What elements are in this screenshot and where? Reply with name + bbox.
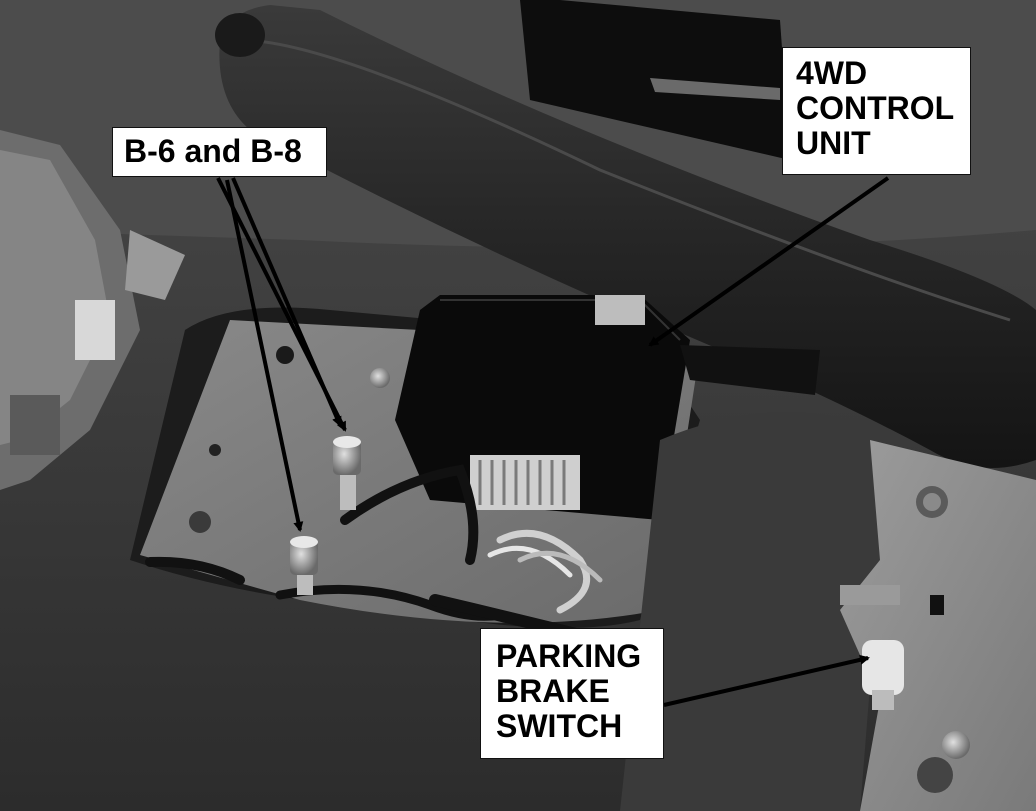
parking-brake-switch-shape [840,585,904,710]
callout-arrows [216,176,890,707]
callout-b6-b8: B-6 and B-8 [112,127,327,177]
stud-b6-shape [333,436,361,510]
arrow-to-control-unit [648,176,890,347]
callout-4wd-control-unit: 4WD CONTROL UNIT [782,47,971,175]
callout-pbs-line-2: BRAKE [496,673,610,709]
left-trim-panel-shape [0,130,185,490]
callout-parking-brake-switch: PARKING BRAKE SWITCH [480,628,664,759]
callout-4wd-line-3: UNIT [796,125,871,161]
callout-b6-b8-text: B-6 and B-8 [124,133,302,169]
arrow-to-stud-b8-b [231,177,342,427]
brake-bracket-shape [840,440,1036,811]
callout-4wd-line-2: CONTROL [796,90,955,126]
parking-brake-lever-shape [215,5,1036,468]
callout-pbs-line-3: SWITCH [496,708,623,744]
control-unit-shape [395,295,820,520]
arrow-to-stud-b8-a [225,179,304,532]
callout-4wd-line-1: 4WD [796,55,868,91]
stud-b8-shape [290,536,318,595]
arrow-to-brake-switch [663,654,870,707]
callout-pbs-line-1: PARKING [496,638,642,674]
